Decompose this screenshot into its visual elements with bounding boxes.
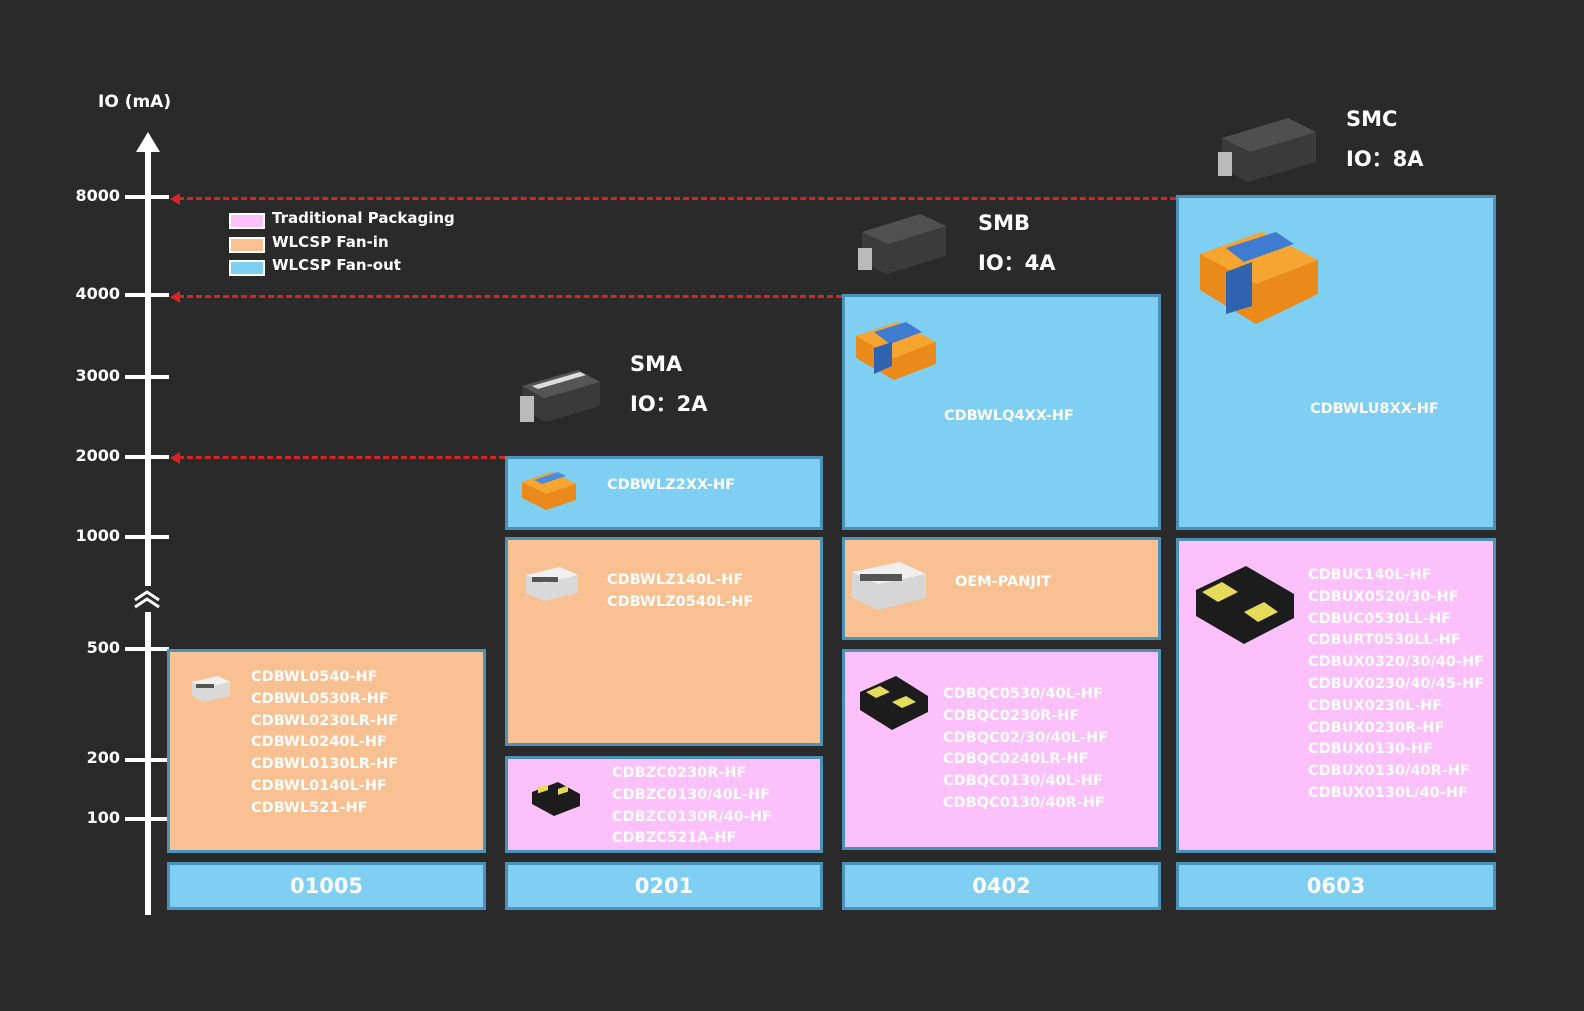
tick-label: 2000 xyxy=(75,446,120,465)
part-number: CDBWLZ0540L-HF xyxy=(607,593,754,610)
legend-swatch-traditional xyxy=(229,213,265,229)
axis-title: IO (mA) xyxy=(98,92,172,112)
tick-1000 xyxy=(125,535,169,539)
tick-200 xyxy=(125,758,169,762)
legend-swatch-fanin xyxy=(229,237,265,253)
part-number: CDBUX0230/40/45-HF xyxy=(1308,675,1485,692)
part-number: CDBZC521A-HF xyxy=(612,830,737,847)
part-number: CDBQC02/30/40L-HF xyxy=(943,729,1109,746)
legend-label: WLCSP Fan-out xyxy=(272,256,401,274)
fanin-chip-image xyxy=(524,565,580,607)
package-name: SMC xyxy=(1346,107,1398,131)
part-number: CDBWL0530R-HF xyxy=(251,690,389,707)
part-number: OEM-PANJIT xyxy=(955,574,1052,590)
part-number: CDBQC0240LR-HF xyxy=(943,751,1089,768)
smc-package-image xyxy=(1216,112,1318,188)
tick-2000 xyxy=(125,455,169,459)
tick-label: 200 xyxy=(86,748,120,767)
part-number: CDBZC0130R/40-HF xyxy=(612,808,772,825)
part-number: CDBUX0230L-HF xyxy=(1308,697,1443,714)
tick-100 xyxy=(125,817,169,821)
fanin-chip-image xyxy=(848,558,930,618)
part-number: CDBQC0530/40L-HF xyxy=(943,686,1103,702)
category-01005: 01005 xyxy=(167,862,486,910)
part-number: CDBWL521-HF xyxy=(251,799,368,816)
fanout-chip-image xyxy=(518,468,580,518)
package-io: IO：8A xyxy=(1346,147,1424,171)
part-number: CDBUC140L-HF xyxy=(1308,567,1432,583)
part-number: CDBZC0130/40L-HF xyxy=(612,786,771,803)
part-number: CDBWLZ2XX-HF xyxy=(607,477,736,493)
legend-label: WLCSP Fan-in xyxy=(272,233,389,251)
fanin-chip-image xyxy=(190,674,232,708)
traditional-chip-image xyxy=(1192,560,1298,654)
guide-line-2000 xyxy=(178,456,505,459)
col-0201-traditional-list: CDBZC0230R-HF CDBZC0130/40L-HF CDBZC0130… xyxy=(612,763,772,850)
guide-arrow-icon xyxy=(170,452,180,464)
sma-package-image xyxy=(518,356,604,432)
col-0603-traditional-list: CDBUC140L-HF CDBUX0520/30-HF CDBUC0530LL… xyxy=(1308,565,1484,805)
part-number: CDBWL0130LR-HF xyxy=(251,756,398,773)
package-name: SMA xyxy=(630,352,683,376)
tick-3000 xyxy=(125,375,169,379)
part-number: CDBWL0140L-HF xyxy=(251,777,387,794)
col-0402-fanout-box xyxy=(842,294,1161,530)
smb-package-image xyxy=(856,208,948,282)
part-number: CDBZC0230R-HF xyxy=(612,765,747,781)
axis-break-icon xyxy=(132,586,162,612)
tick-label: 3000 xyxy=(75,366,120,385)
part-number: CDBWLU8XX-HF xyxy=(1310,401,1439,417)
part-number: CDBUC0530LL-HF xyxy=(1308,610,1452,627)
part-number: CDBQC0130/40R-HF xyxy=(943,794,1105,811)
package-io: IO：2A xyxy=(630,392,708,416)
tick-label: 1000 xyxy=(75,526,120,545)
legend-swatch-fanout xyxy=(229,260,265,276)
part-number: CDBQC0230R-HF xyxy=(943,707,1080,724)
part-number: CDBUX0130L/40-HF xyxy=(1308,784,1468,801)
tick-8000 xyxy=(125,195,169,199)
part-number: CDBWL0230LR-HF xyxy=(251,712,398,729)
col-01005-fanin-box xyxy=(167,649,486,853)
package-io: IO：4A xyxy=(978,251,1056,275)
traditional-chip-image xyxy=(856,672,930,738)
tick-label: 8000 xyxy=(75,186,120,205)
guide-arrow-icon xyxy=(170,291,180,303)
guide-line-4000 xyxy=(178,295,842,298)
axis-arrow-icon xyxy=(136,132,160,152)
tick-label: 500 xyxy=(86,638,120,657)
col-0201-fanin-list: CDBWLZ140L-HF CDBWLZ0540L-HF xyxy=(607,570,753,614)
tick-500 xyxy=(125,647,169,651)
part-number: CDBUX0130/40R-HF xyxy=(1308,763,1470,780)
part-number: CDBWL0240L-HF xyxy=(251,734,387,751)
part-number: CDBWLQ4XX-HF xyxy=(944,408,1074,424)
part-number: CDBURT0530LL-HF xyxy=(1308,632,1461,649)
package-name: SMB xyxy=(978,211,1031,235)
traditional-chip-image xyxy=(530,778,582,824)
part-number: CDBUX0320/30/40-HF xyxy=(1308,654,1485,671)
fanout-chip-image xyxy=(852,318,940,392)
category-0603: 0603 xyxy=(1176,862,1496,910)
fanout-chip-image xyxy=(1196,228,1320,332)
y-axis-line xyxy=(145,145,151,915)
tick-4000 xyxy=(125,293,169,297)
category-0201: 0201 xyxy=(505,862,823,910)
part-number: CDBUX0130-HF xyxy=(1308,741,1434,758)
category-0402: 0402 xyxy=(842,862,1161,910)
legend-label: Traditional Packaging xyxy=(272,209,455,227)
guide-line-8000 xyxy=(178,197,1176,200)
tick-label: 100 xyxy=(86,808,120,827)
part-number: CDBWL0540-HF xyxy=(251,669,378,685)
guide-arrow-icon xyxy=(170,193,180,205)
part-number: CDBQC0130/40L-HF xyxy=(943,773,1103,790)
part-number: CDBUX0230R-HF xyxy=(1308,719,1445,736)
part-number: CDBUX0520/30-HF xyxy=(1308,588,1459,605)
part-number: CDBWLZ140L-HF xyxy=(607,572,744,588)
col-0402-traditional-list: CDBQC0530/40L-HF CDBQC0230R-HF CDBQC02/3… xyxy=(943,684,1108,815)
col-01005-fanin-list: CDBWL0540-HF CDBWL0530R-HF CDBWL0230LR-H… xyxy=(251,667,398,820)
tick-label: 4000 xyxy=(75,284,120,303)
